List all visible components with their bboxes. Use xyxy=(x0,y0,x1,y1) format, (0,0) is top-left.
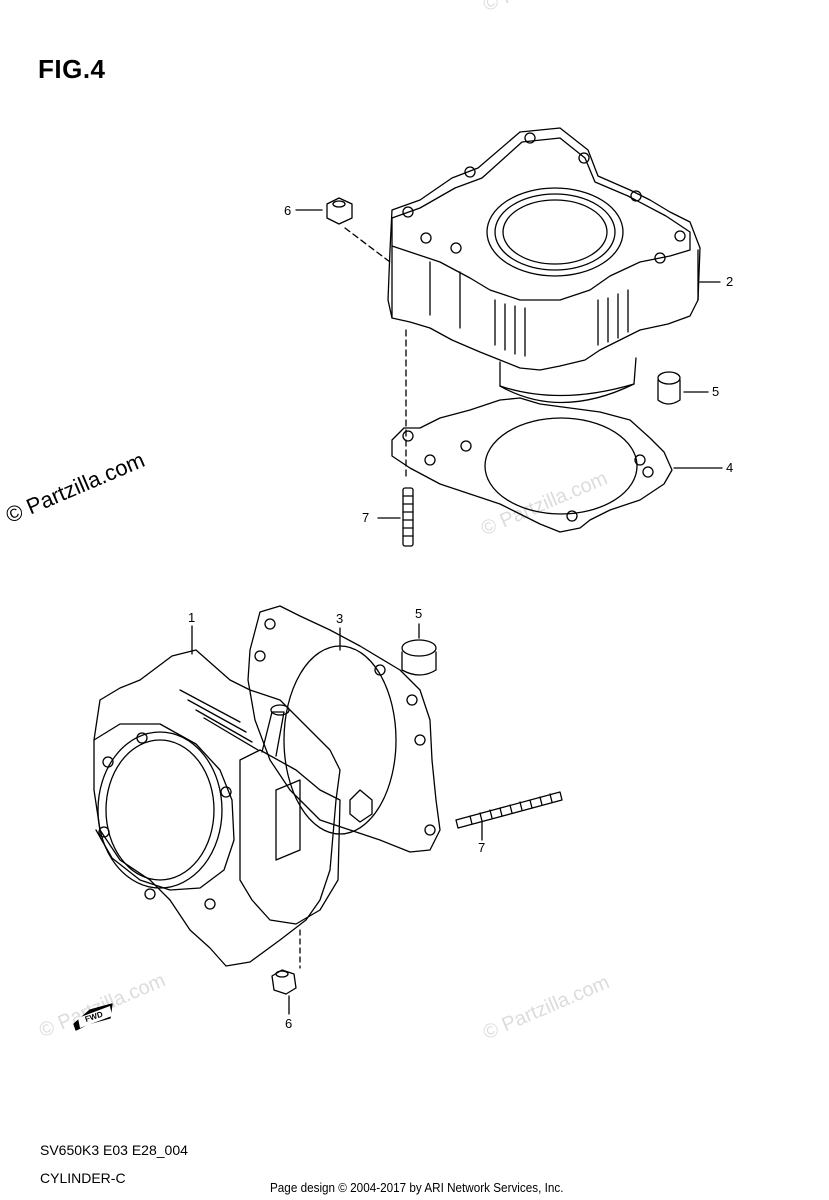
callout-3: 3 xyxy=(336,611,343,626)
fwd-arrow-icon xyxy=(73,1003,113,1031)
gasket-bottom-view xyxy=(247,605,441,853)
nut-top xyxy=(326,197,353,225)
callout-2: 2 xyxy=(726,274,733,289)
stud-bolt-top xyxy=(402,487,414,547)
page-credit: Page design © 2004-2017 by ARI Network S… xyxy=(270,1180,564,1195)
figure-title: FIG.4 xyxy=(38,54,106,84)
dowel-pin-top xyxy=(657,371,681,405)
callout-6-top: 6 xyxy=(284,203,291,218)
callout-7-bottom: 7 xyxy=(478,840,485,855)
dowel-pin-bottom xyxy=(401,639,437,676)
alignment-line xyxy=(344,227,391,263)
callout-7-top: 7 xyxy=(362,510,369,525)
model-code: SV650K3 E03 E28_004 xyxy=(40,1142,188,1158)
gasket-top-view xyxy=(391,397,673,533)
diagram-subtitle: CYLINDER-C xyxy=(40,1170,126,1186)
callout-5-top: 5 xyxy=(712,384,719,399)
cylinder-top-view xyxy=(387,127,701,404)
cylinder-side-view xyxy=(93,649,373,967)
stud-bolt-bottom xyxy=(455,791,563,829)
callout-5-bottom: 5 xyxy=(415,606,422,621)
callout-1: 1 xyxy=(188,610,195,625)
callout-6-bottom: 6 xyxy=(285,1016,292,1031)
nut-bottom xyxy=(271,969,297,995)
callout-4: 4 xyxy=(726,460,733,475)
